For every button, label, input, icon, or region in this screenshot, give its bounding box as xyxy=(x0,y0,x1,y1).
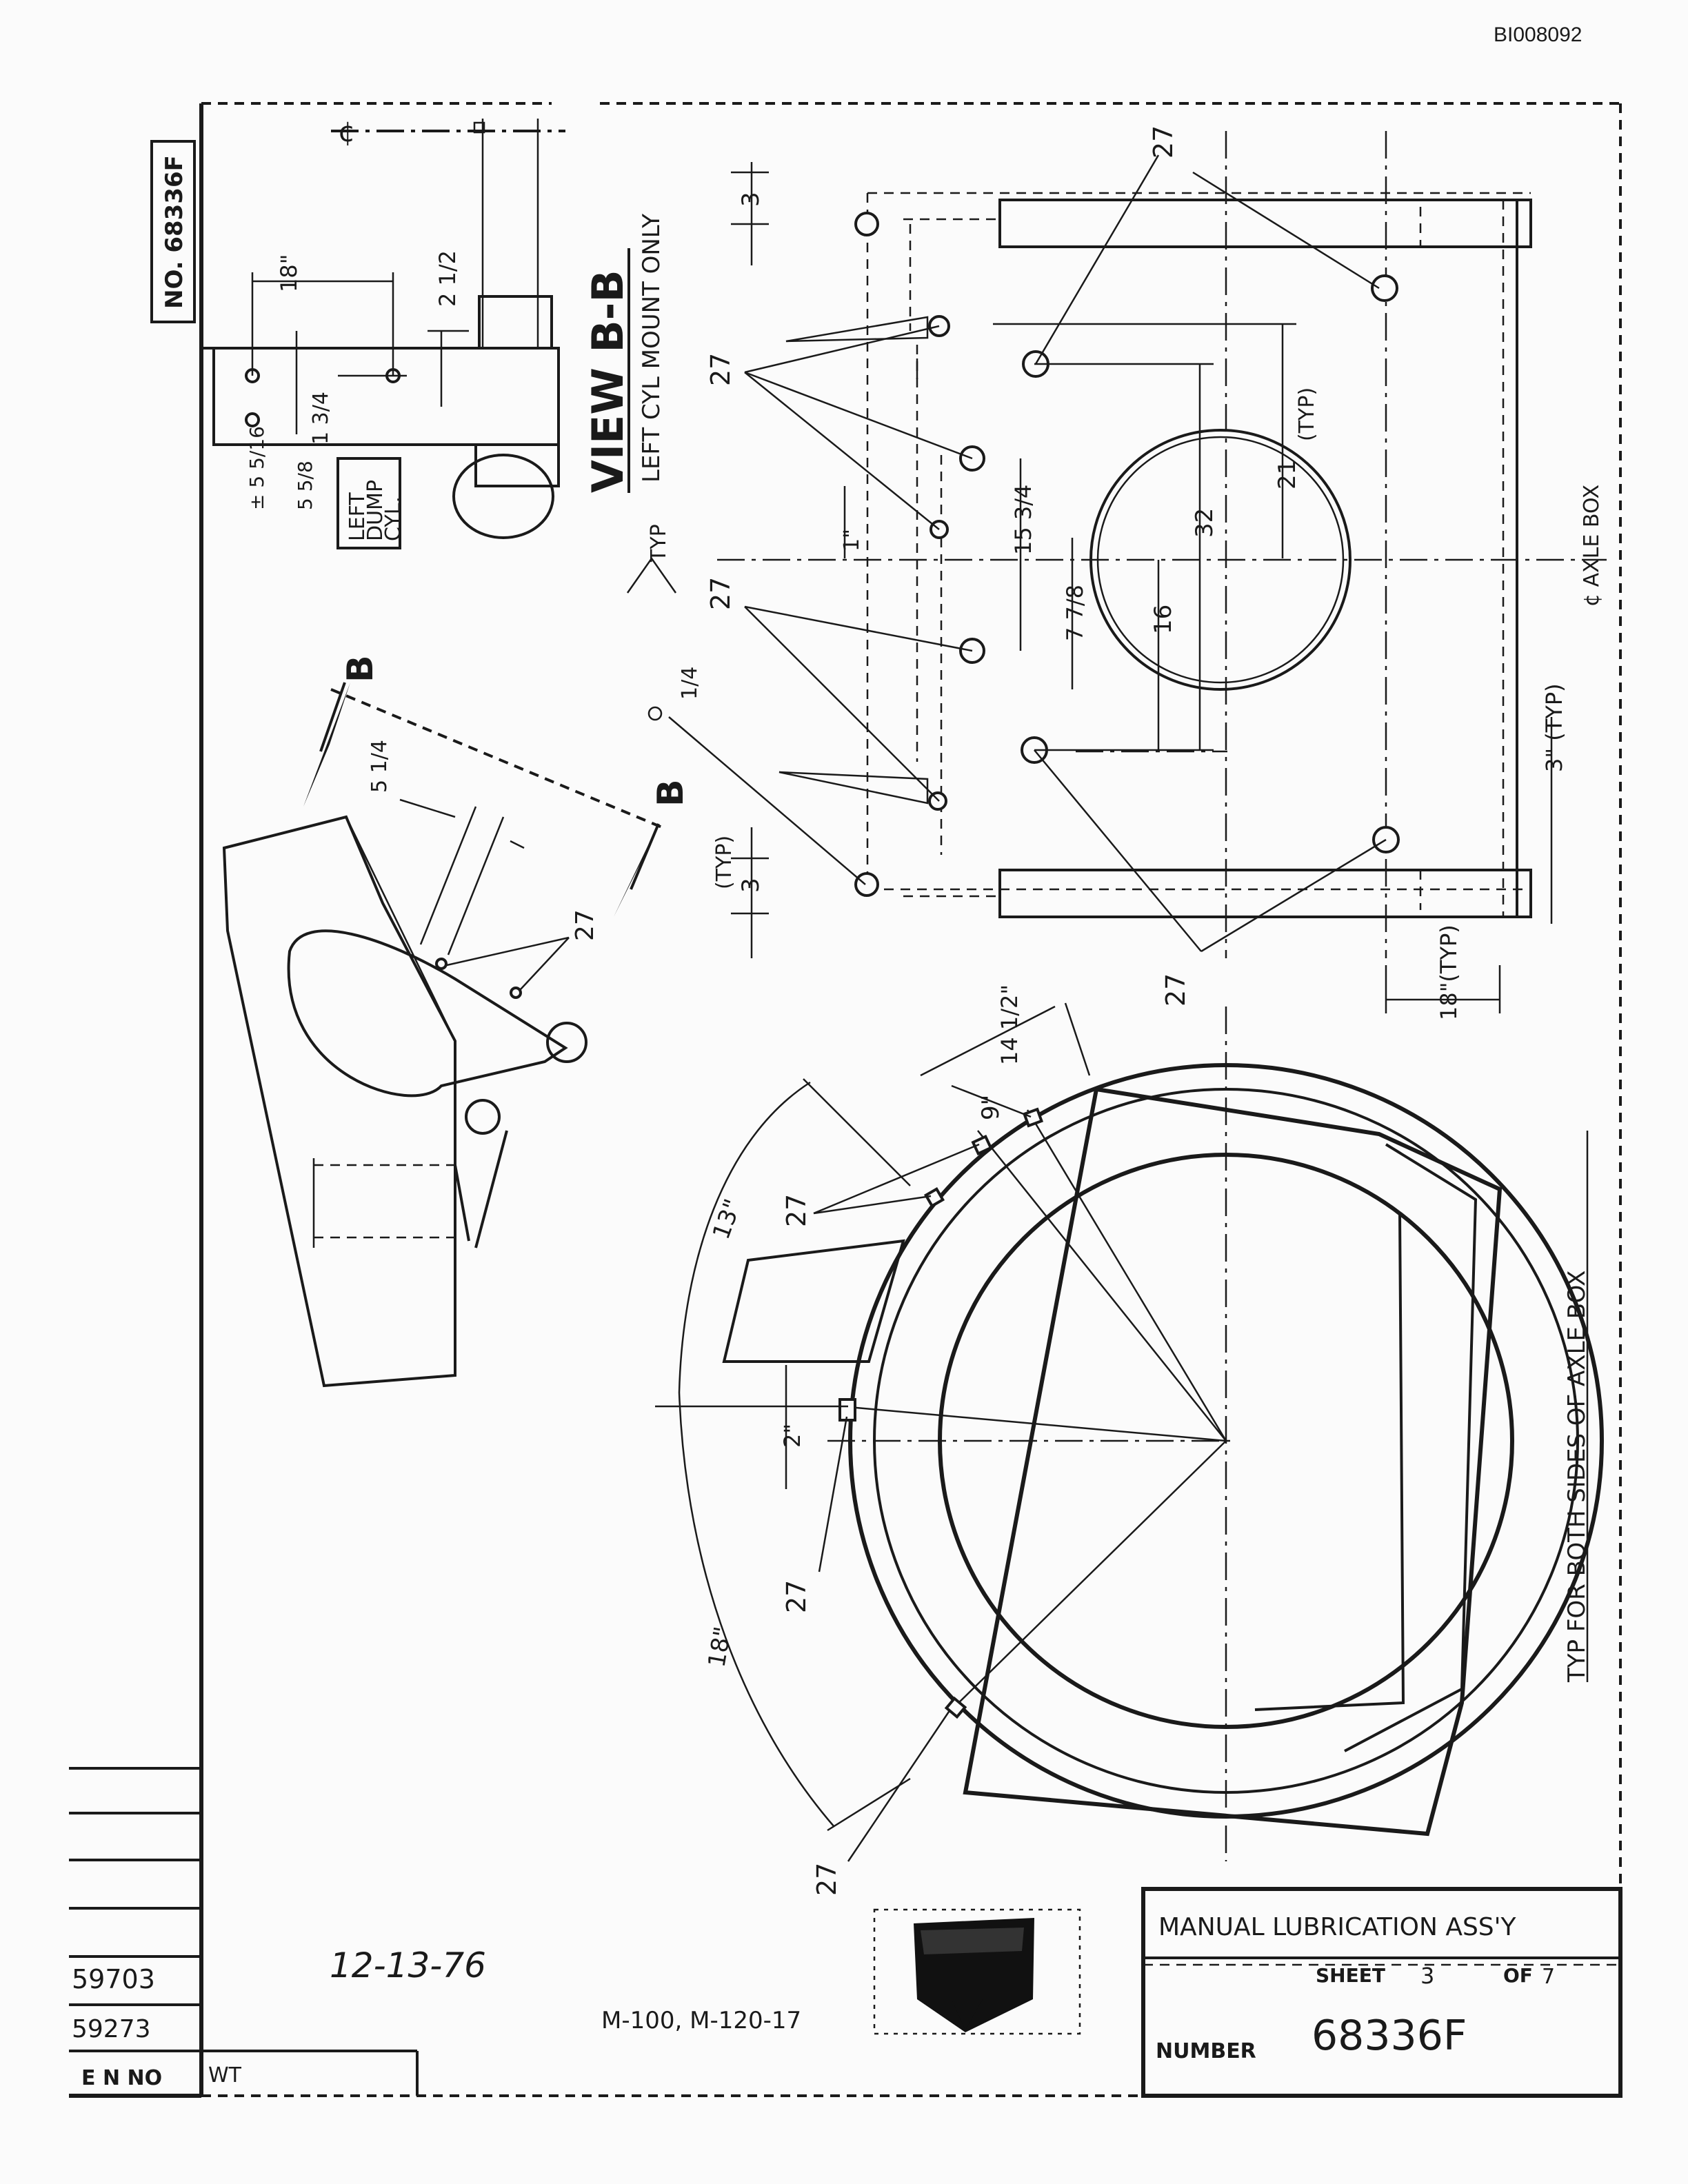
view-bb-detail: ¢ 18" 2 1/2 1 3/4 ± 5 5/16 5 5/8 LEFT DU… xyxy=(203,117,665,549)
dim-1-4: 1/4 xyxy=(678,667,702,700)
axle-box-centerline: ¢ AXLE BOX xyxy=(1580,485,1604,607)
section-letter-top: B xyxy=(340,655,381,682)
dim-3-typ: 3" (TYP) xyxy=(1541,683,1567,772)
models-label: M-100, M-120-17 xyxy=(601,2007,801,2034)
dim-18-arc: 18" xyxy=(703,1625,737,1670)
dim-18-typ: 18"(TYP) xyxy=(1436,924,1462,1020)
dim-15-3-4: 15 3/4 xyxy=(1010,485,1036,555)
axle-housing-side-view: 27 27 27 13" 18" 2" 9" 14 1/2" TYP FOR B… xyxy=(655,984,1604,1896)
dim-5-5-8: 5 5/8 xyxy=(294,461,316,510)
dim-14-1-2: 14 1/2" xyxy=(996,984,1023,1065)
revision-row-1: 59703 xyxy=(72,1964,155,1994)
number-label: NUMBER xyxy=(1156,2039,1256,2063)
of-label: OF xyxy=(1503,1964,1533,1987)
dim-1-3-4: 1 3/4 xyxy=(309,392,333,445)
document-id: BI008092 xyxy=(1494,23,1582,46)
callout-27-top-left-b: 27 xyxy=(705,577,736,610)
title-text: MANUAL LUBRICATION ASS'Y xyxy=(1158,1913,1517,1941)
cylinder-label-3: CYL. xyxy=(381,496,405,541)
side-number-box: NO. 68336F xyxy=(150,140,196,323)
revision-block: 59703 59273 E N NO WT xyxy=(69,1767,419,2096)
dim-7-7-8: 7 7/8 xyxy=(1062,585,1088,641)
drawing-number: 68336F xyxy=(1312,2012,1467,2060)
typ-both-sides-note: TYP FOR BOTH SIDES OF AXLE BOX xyxy=(1563,1271,1591,1683)
dim-5-1-4: 5 1/4 xyxy=(368,740,392,793)
dim-18-top: 18" xyxy=(276,254,302,292)
side-drawing-number: NO. 68336F xyxy=(161,155,188,309)
dim-2-1-2: 2 1/2 xyxy=(434,250,461,307)
callout-27-mid-arc: 27 xyxy=(781,1580,812,1613)
section-letter-bottom: B xyxy=(650,779,692,807)
header-wt: WT xyxy=(208,2063,242,2087)
sheet-number: 3 xyxy=(1420,1963,1434,1989)
dim-2: 2" xyxy=(779,1424,805,1448)
typ-mark: TYP xyxy=(647,524,671,563)
dim-16: 16 xyxy=(1149,605,1177,634)
dim-13: 13" xyxy=(707,1195,747,1243)
of-total: 7 xyxy=(1542,1965,1555,1989)
header-en-no: E N NO xyxy=(81,2066,162,2090)
dim-3-top: 3 xyxy=(737,192,765,207)
dim-32: 32 xyxy=(1191,508,1218,538)
callout-27-mid: 27 xyxy=(1160,973,1191,1007)
view-title: VIEW B-B xyxy=(583,270,633,493)
date-handwritten: 12-13-76 xyxy=(330,1945,486,1985)
dim-9: 9" xyxy=(977,1095,1005,1120)
typ-paren-21: (TYP) xyxy=(1295,387,1319,441)
callout-27-upper-arc: 27 xyxy=(781,1194,812,1227)
section-cut-view: 27 B B 5 1/4 xyxy=(222,655,692,1388)
cylinder-label-2: DUMP xyxy=(363,480,388,541)
company-logo xyxy=(873,1908,1081,2035)
callout-27-lower-arc: 27 xyxy=(812,1863,842,1896)
callout-27-section: 27 xyxy=(571,909,599,941)
callout-27-top-right: 27 xyxy=(1148,125,1178,159)
dim-21: 21 xyxy=(1274,460,1301,489)
revision-row-2: 59273 xyxy=(72,2015,151,2043)
dim-3-bottom: 3 xyxy=(737,878,765,893)
cylinder-label-1: LEFT xyxy=(345,492,370,541)
title-block: MANUAL LUBRICATION ASS'Y SHEET 3 OF 7 NU… xyxy=(1141,1887,1622,2098)
view-subtitle: LEFT CYL MOUNT ONLY xyxy=(638,214,665,483)
sheet-label: SHEET xyxy=(1316,1964,1385,1987)
centerline-symbol: ¢ xyxy=(338,117,355,148)
dim-1-inch: 1" xyxy=(840,529,864,552)
axle-box-plan-view: 27 27 27 27 3 3 (TYP) 21 (TYP) 32 16 15 … xyxy=(626,125,1607,1020)
callout-27-top-left-a: 27 xyxy=(705,353,736,386)
typ-paren-left: (TYP) xyxy=(712,836,736,889)
dim-5-5-16: ± 5 5/16 xyxy=(245,426,268,510)
